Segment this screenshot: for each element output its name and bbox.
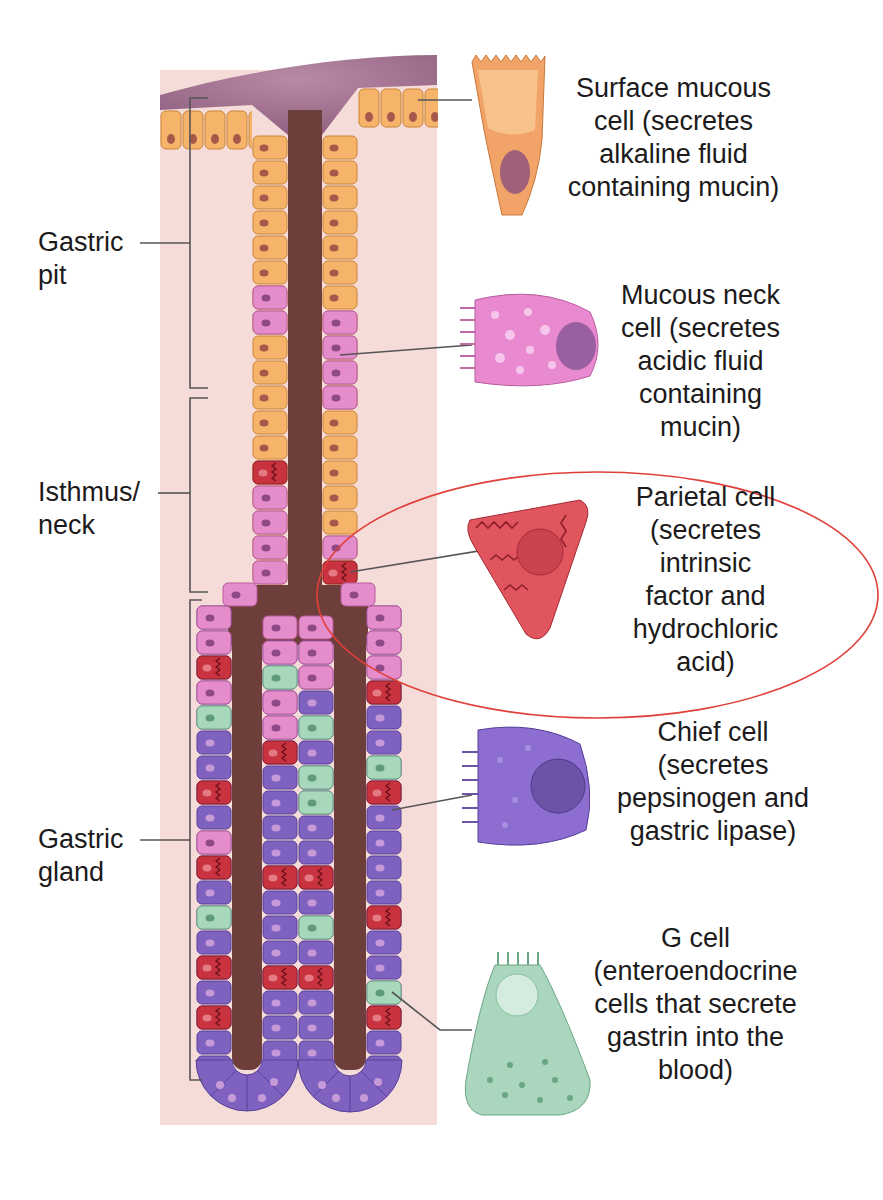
chief-cell [462,727,590,845]
surface-epithelium [160,110,252,150]
cell-label: Chief cell (secretes pepsinogen and gast… [613,716,813,848]
region-label: Gastric gland [38,823,138,889]
cell-label: G cell (enteroendocrine cells that secre… [593,922,798,1087]
region-label: Gastric pit [38,226,138,292]
neck-cells [223,583,375,639]
cell-label: Surface mucous cell (secretes alkaline f… [556,72,791,204]
cell-label: Parietal cell (secretes intrinsic factor… [628,481,783,679]
lamina-propria [160,70,437,1125]
surface-epithelium [358,88,438,128]
pit-wall [252,135,288,585]
gland-base [196,1060,402,1112]
region-label: Isthmus/ neck [38,476,153,542]
g-cell [465,952,590,1115]
ellipse-outline [315,470,880,720]
gland-wall [298,640,334,1060]
gland-wall [366,605,402,1060]
surface-mucous-cell [472,55,545,215]
pit-wall [322,135,358,585]
cell-label: Mucous neck cell (secretes acidic fluid … [603,279,798,444]
highlight-ellipse: Parietal cell (secretes intrinsic factor… [315,470,880,720]
ellipse-outline [317,472,878,718]
gland-wall [262,640,298,1060]
region-bracket [140,98,208,1080]
parietal-cell [468,500,588,639]
mucous-neck-cell [460,294,598,386]
gland-wall [196,605,232,1060]
gland-base-nuclei [216,1078,382,1102]
